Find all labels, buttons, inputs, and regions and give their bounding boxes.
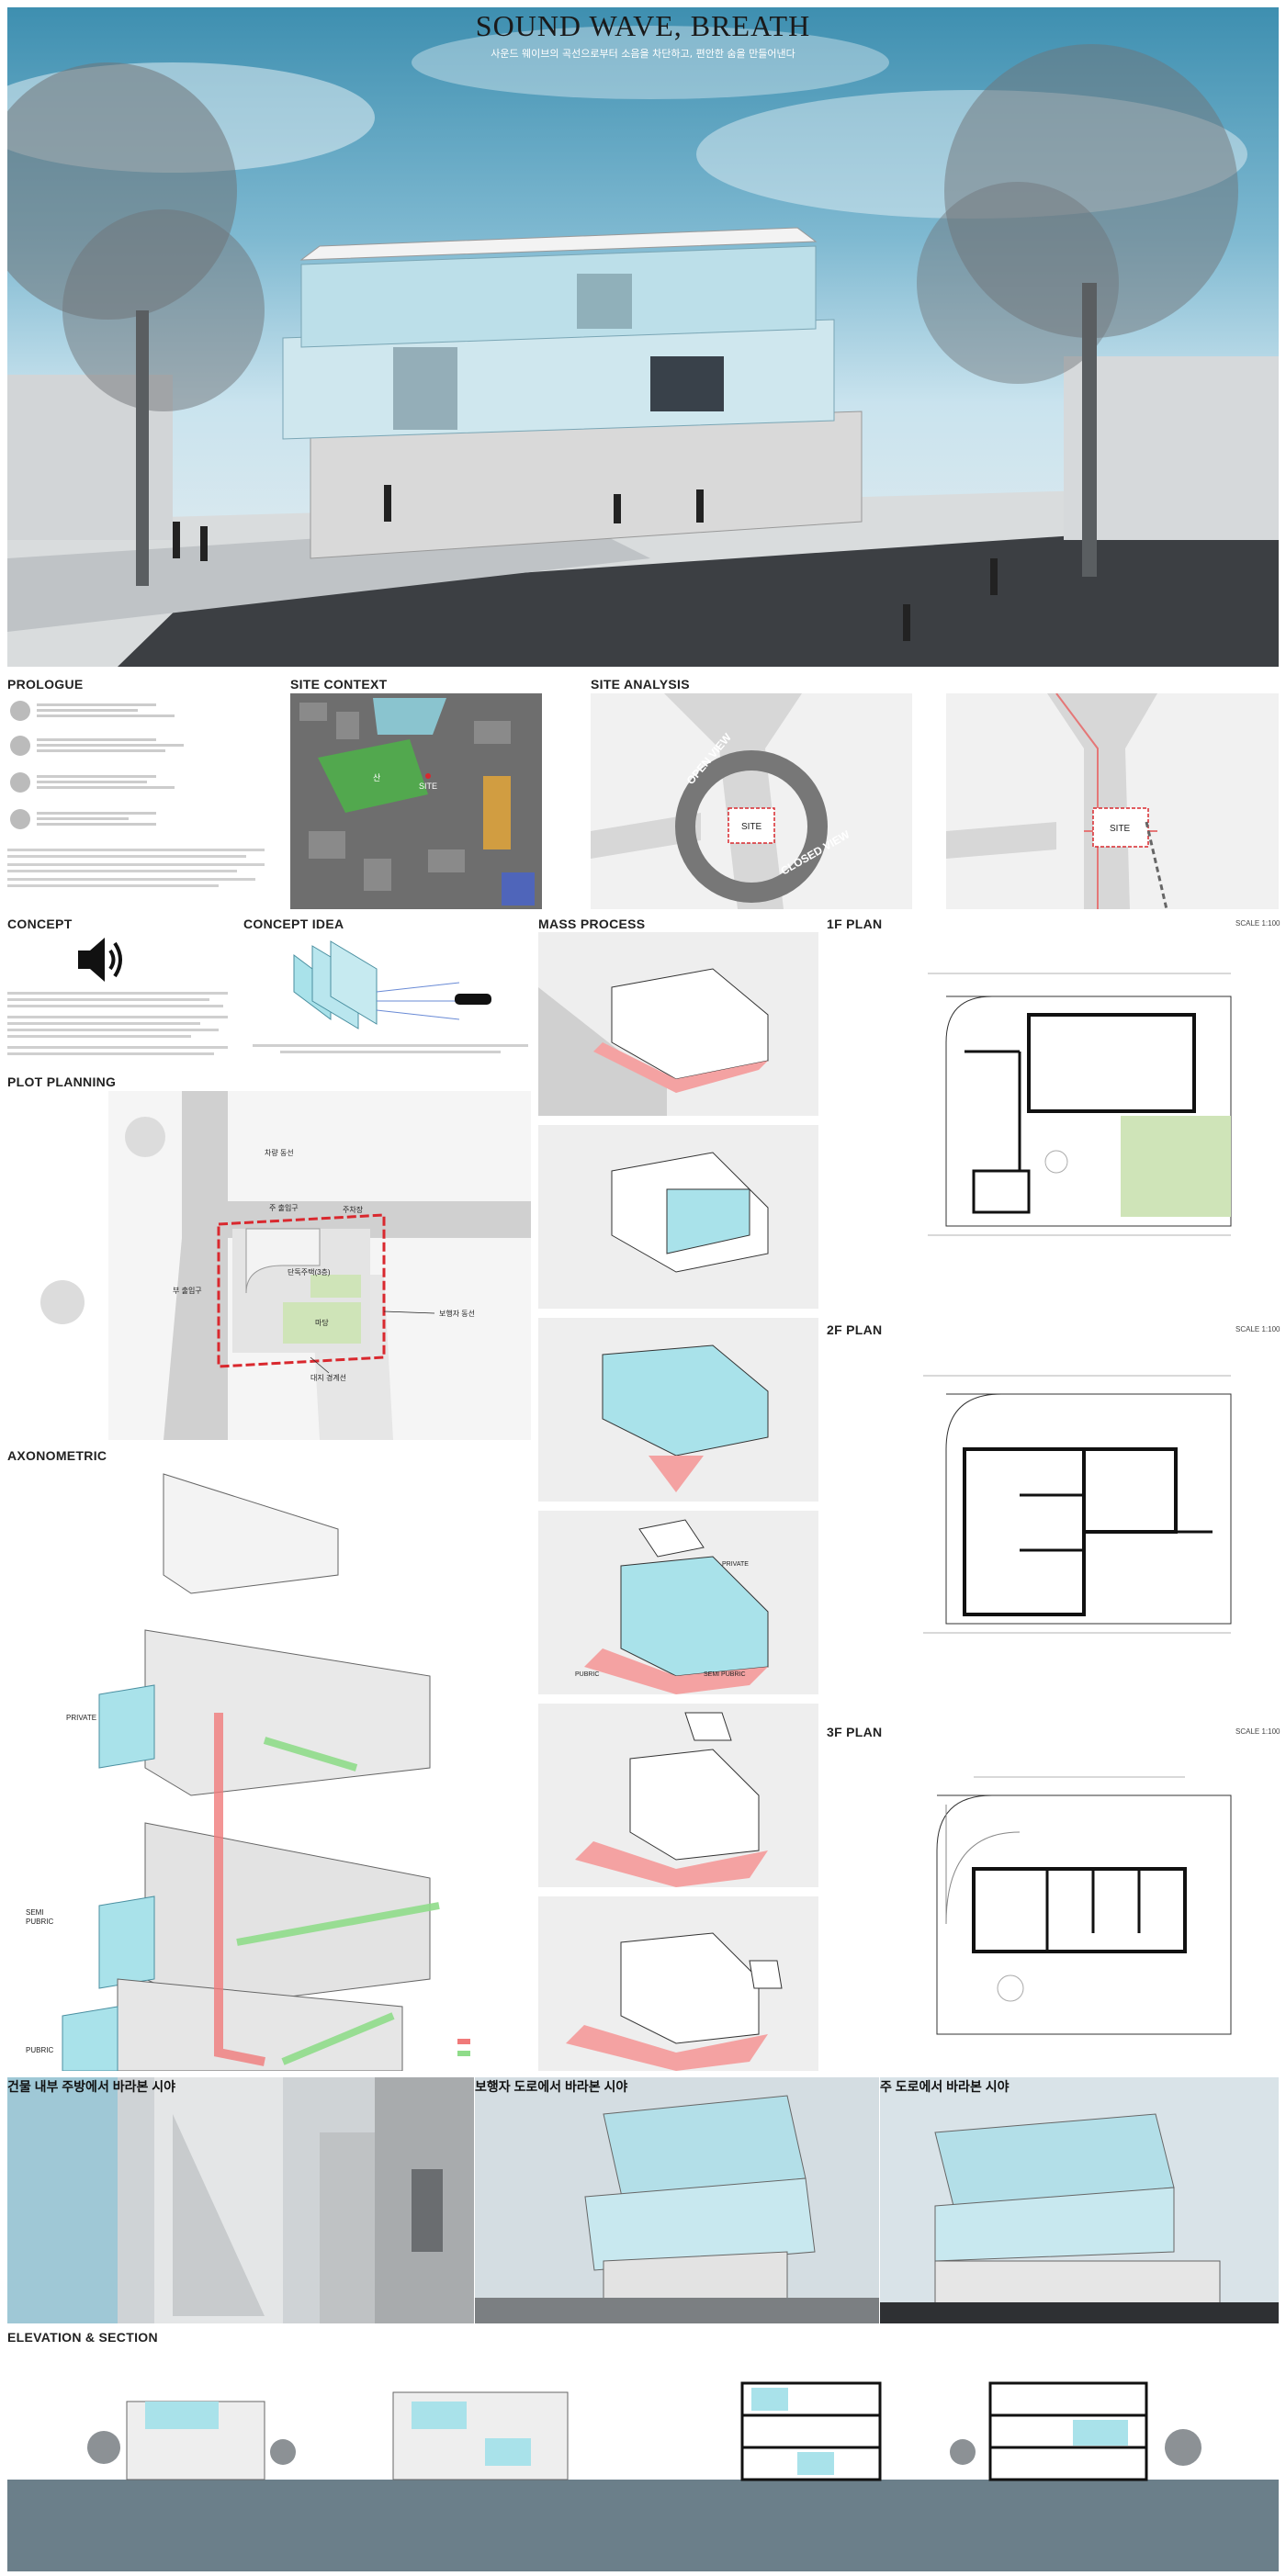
concept-idea-title: CONCEPT IDEA	[243, 917, 344, 931]
site-analysis-site-label-2: SITE	[1110, 824, 1131, 834]
plot-label-main-entrance: 주 출입구	[269, 1203, 299, 1212]
plot-planning-plan: 주 출입구 부 출입구 주차장 차량 동선 보행자 동선 대지 경계선 단독주택…	[7, 1091, 531, 1440]
hero-render-graphic	[7, 26, 1279, 667]
site-analysis-site-label: SITE	[741, 822, 762, 832]
elevation-drawings	[7, 2346, 1279, 2571]
mass-process-title: MASS PROCESS	[538, 917, 646, 931]
legend-green-swatch	[457, 2051, 470, 2056]
site-analysis-title: SITE ANALYSIS	[591, 677, 690, 692]
axon-label-private: PRIVATE	[66, 1714, 96, 1722]
plot-label-parking: 주차장	[343, 1205, 364, 1214]
axonometric-drawing: PRIVATE SEMI PUBRIC PUBRIC	[7, 1465, 531, 2072]
view-main-road-label: 주 도로에서 바라본 시야	[880, 2079, 1010, 2094]
site-analysis-circulation-graphic: SITE	[946, 692, 1279, 910]
hero-render	[7, 7, 1279, 667]
plot-planning-graphic: 주 출입구 부 출입구 주차장 차량 동선 보행자 동선 대지 경계선 단독주택…	[7, 1091, 531, 1440]
site-context-map: 산 SITE	[290, 693, 542, 909]
site-analysis-view: SITE OPEN VIEW CLOSED VIEW	[591, 693, 912, 909]
plan-3f-title: 3F PLAN	[827, 1725, 883, 1739]
site-context-label-mountain: 산	[373, 773, 380, 782]
prologue-panel	[7, 696, 274, 907]
axon-label-semi: SEMI	[26, 1908, 44, 1917]
plot-label-residential: 단독주택(3층)	[288, 1267, 331, 1277]
mass-process-graphic: PRIVATE PUBRIC SEMI PUBRIC	[538, 932, 818, 2071]
plot-label-yard: 마당	[315, 1318, 329, 1327]
plot-label-sub-entrance: 부 출입구	[173, 1286, 202, 1295]
plan-3f-drawing	[882, 1740, 1249, 2062]
concept-idea-diagram	[276, 937, 524, 1038]
plan-1f-drawing	[882, 932, 1249, 1249]
site-context-title: SITE CONTEXT	[290, 677, 388, 692]
plan-2f-title: 2F PLAN	[827, 1322, 883, 1337]
page-subtitle: 사운드 웨이브의 곡선으로부터 소음을 차단하고, 편안한 숨을 만들어낸다	[491, 48, 795, 60]
axonometric-title: AXONOMETRIC	[7, 1448, 107, 1463]
plan-3f-graphic	[936, 1776, 1232, 2035]
plan-3f-scale: SCALE 1:100	[1235, 1727, 1280, 1736]
mass-tag-semi: SEMI PUBRIC	[704, 1671, 746, 1678]
site-context-graphic: 산 SITE	[290, 693, 542, 909]
concept-title: CONCEPT	[7, 917, 73, 931]
axonometric-graphic: PRIVATE SEMI PUBRIC PUBRIC	[26, 1473, 470, 2072]
axon-label-public: PUBRIC	[26, 2046, 53, 2054]
mass-tag-public: PUBRIC	[575, 1671, 599, 1678]
view-pedestrian-label: 보행자 도로에서 바라본 시야	[475, 2079, 628, 2094]
mass-tag-private: PRIVATE	[722, 1561, 749, 1568]
plot-label-pedestrian-flow: 보행자 동선	[439, 1309, 475, 1318]
view-kitchen	[7, 2077, 474, 2323]
elevation-graphic	[7, 2381, 1279, 2571]
page-title: SOUND WAVE, BREATH	[475, 9, 811, 42]
axon-label-semi-2: PUBRIC	[26, 1918, 53, 1926]
plot-planning-title: PLOT PLANNING	[7, 1074, 117, 1089]
mass-process-steps: PRIVATE PUBRIC SEMI PUBRIC	[538, 932, 818, 2071]
plan-2f-graphic	[923, 1375, 1232, 1634]
view-pedestrian	[475, 2077, 879, 2323]
site-context-label-site: SITE	[419, 782, 437, 791]
speaker-icon	[73, 932, 129, 987]
elevation-title: ELEVATION & SECTION	[7, 2330, 158, 2345]
prologue-personas	[7, 701, 265, 887]
view-kitchen-label: 건물 내부 주방에서 바라본 시야	[7, 2079, 175, 2094]
plan-1f-graphic	[928, 973, 1232, 1236]
plan-1f-scale: SCALE 1:100	[1235, 919, 1280, 928]
concept-idea-caption	[243, 1042, 537, 1061]
view-main-road	[880, 2077, 1279, 2323]
site-analysis-graphic: SITE OPEN VIEW CLOSED VIEW	[591, 693, 912, 909]
plot-label-car-flow: 차량 동선	[265, 1148, 294, 1157]
plan-2f-scale: SCALE 1:100	[1235, 1325, 1280, 1333]
plan-2f-drawing	[882, 1339, 1249, 1670]
plan-1f-title: 1F PLAN	[827, 917, 883, 931]
concept-text	[7, 992, 232, 1065]
legend-red-swatch	[457, 2039, 470, 2044]
prologue-title: PROLOGUE	[7, 677, 84, 692]
plot-label-boundary: 대지 경계선	[310, 1373, 346, 1382]
site-analysis-circulation: SITE	[946, 692, 1279, 910]
